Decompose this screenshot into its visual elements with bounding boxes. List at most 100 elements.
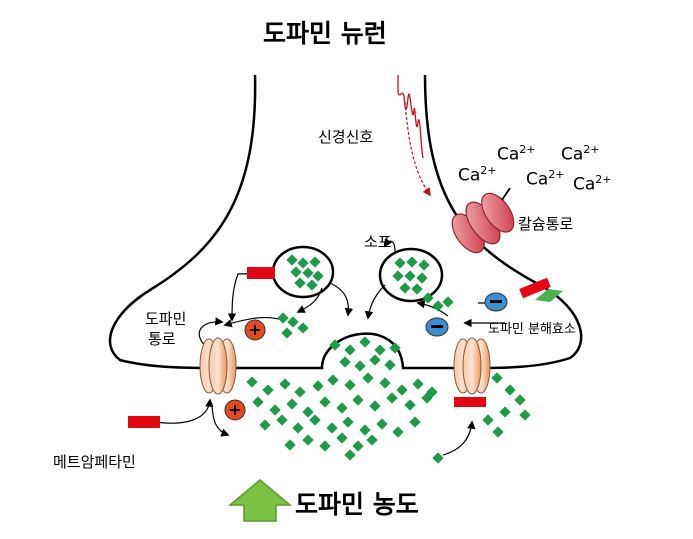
dopamine-molecule	[329, 339, 341, 351]
dopamine-molecule	[277, 312, 289, 324]
dopamine-molecule	[286, 254, 298, 266]
calcium-ion: Ca2+	[561, 143, 600, 165]
dopamine-molecule	[354, 360, 366, 372]
transporter-label-line1: 도파민	[145, 310, 187, 328]
dopamine-molecule	[312, 270, 324, 282]
dopamine-transporter-left	[199, 337, 237, 395]
dopamine-molecule	[259, 419, 271, 431]
waveform-icon	[397, 75, 431, 197]
minus-circle-icon	[425, 317, 449, 337]
dopamine-molecule	[491, 372, 503, 384]
ca-symbol: Ca	[573, 174, 596, 195]
calcium-ion: Ca2+	[497, 143, 536, 165]
methamphetamine-bar	[128, 416, 160, 428]
dopamine-molecule	[269, 404, 281, 416]
dopamine-molecule	[392, 426, 404, 438]
svg-text:+: +	[228, 400, 241, 419]
inhibitor-bar-transporter	[454, 397, 486, 407]
dopamine-molecule	[286, 398, 298, 410]
minus-circle-icon	[484, 292, 508, 312]
dopamine-molecule	[319, 440, 331, 452]
dopamine-molecule	[336, 402, 348, 414]
dopamine-molecule	[404, 399, 416, 411]
calcium-ion: Ca2+	[458, 164, 497, 186]
dopamine-molecule	[246, 376, 258, 388]
svg-text:+: +	[248, 320, 261, 339]
dopamine-molecule	[418, 259, 430, 271]
inhibitor-bar-enzyme	[519, 277, 551, 299]
ca-charge: 2+	[595, 173, 612, 186]
dopamine-molecule	[389, 342, 401, 354]
dopamine-molecule	[302, 267, 314, 279]
up-arrow-icon	[227, 479, 293, 522]
dopamine-molecule	[386, 392, 398, 404]
dopamine-molecule	[287, 316, 299, 328]
ca-charge: 2+	[548, 168, 565, 181]
dopamine-transporter-right	[453, 337, 491, 395]
dopamine-molecule	[422, 292, 434, 304]
dopamine-molecule	[344, 344, 356, 356]
dopamine-molecules	[246, 254, 531, 464]
dopamine-molecule	[416, 272, 428, 284]
dopamine-molecule	[319, 396, 331, 408]
dopamine-molecule	[499, 406, 511, 418]
dopamine-molecule	[374, 344, 386, 356]
dopamine-molecule	[302, 406, 314, 418]
dopamine-molecule	[514, 394, 526, 406]
calcium-ion: Ca2+	[526, 168, 565, 190]
neuron-membrane-right	[423, 74, 583, 370]
dopamine-molecule	[394, 257, 406, 269]
calcium-channel-label: 칼슘통로	[518, 215, 574, 233]
dopamine-molecule	[306, 279, 318, 291]
dopamine-molecule	[276, 414, 288, 426]
ca-charge: 2+	[519, 143, 536, 156]
dopamine-molecule	[369, 354, 381, 366]
dopamine-molecule	[359, 424, 371, 436]
vesicle-label: 소포	[364, 233, 392, 251]
dopamine-molecule	[252, 396, 264, 408]
dopamine-molecule	[294, 386, 306, 398]
dopamine-concentration-label: 도파민 농도	[295, 490, 419, 519]
dopamine-molecule	[392, 270, 404, 282]
dopamine-molecule	[281, 327, 293, 339]
dopamine-molecule	[412, 378, 424, 390]
dopamine-molecule	[396, 384, 408, 396]
dopamine-molecule	[362, 372, 374, 384]
dopamine-molecule	[290, 266, 302, 278]
dopamine-molecule	[482, 414, 494, 426]
dopamine-molecule	[327, 374, 339, 386]
dopamine-molecule	[279, 378, 291, 390]
dopamine-molecule	[309, 414, 321, 426]
dopamine-molecule	[369, 400, 381, 412]
nerve-signal-label: 신경신호	[318, 128, 374, 146]
dopamine-molecule	[411, 283, 423, 295]
dopamine-molecule	[344, 379, 356, 391]
ca-symbol: Ca	[561, 144, 584, 165]
dopamine-molecule	[284, 439, 296, 451]
dopamine-molecule	[339, 356, 351, 368]
dopamine-molecule	[309, 256, 321, 268]
dopamine-molecule	[409, 416, 421, 428]
dopamine-molecule	[432, 300, 444, 312]
calcium-ion: Ca2+	[573, 173, 612, 195]
dopamine-molecule	[432, 452, 444, 464]
dopamine-molecule	[297, 257, 309, 269]
dopamine-molecule	[302, 434, 314, 446]
transporter-label-line2: 통로	[148, 330, 176, 348]
ca-entry-line	[501, 187, 511, 201]
dopamine-molecule	[379, 377, 391, 389]
vesicle-left	[271, 245, 335, 299]
dopamine-molecule	[376, 418, 388, 430]
dopamine-molecule	[442, 296, 454, 308]
dopamine-molecule	[366, 434, 378, 446]
dopamine-molecule	[492, 426, 504, 438]
dopamine-molecule	[519, 409, 531, 421]
neuron-membrane	[108, 74, 257, 370]
dopamine-molecule	[292, 422, 304, 434]
dopamine-molecule	[384, 359, 396, 371]
dopamine-molecule	[297, 322, 309, 334]
dopamine-molecule	[399, 282, 411, 294]
plus-circle-icon: +	[244, 319, 266, 341]
